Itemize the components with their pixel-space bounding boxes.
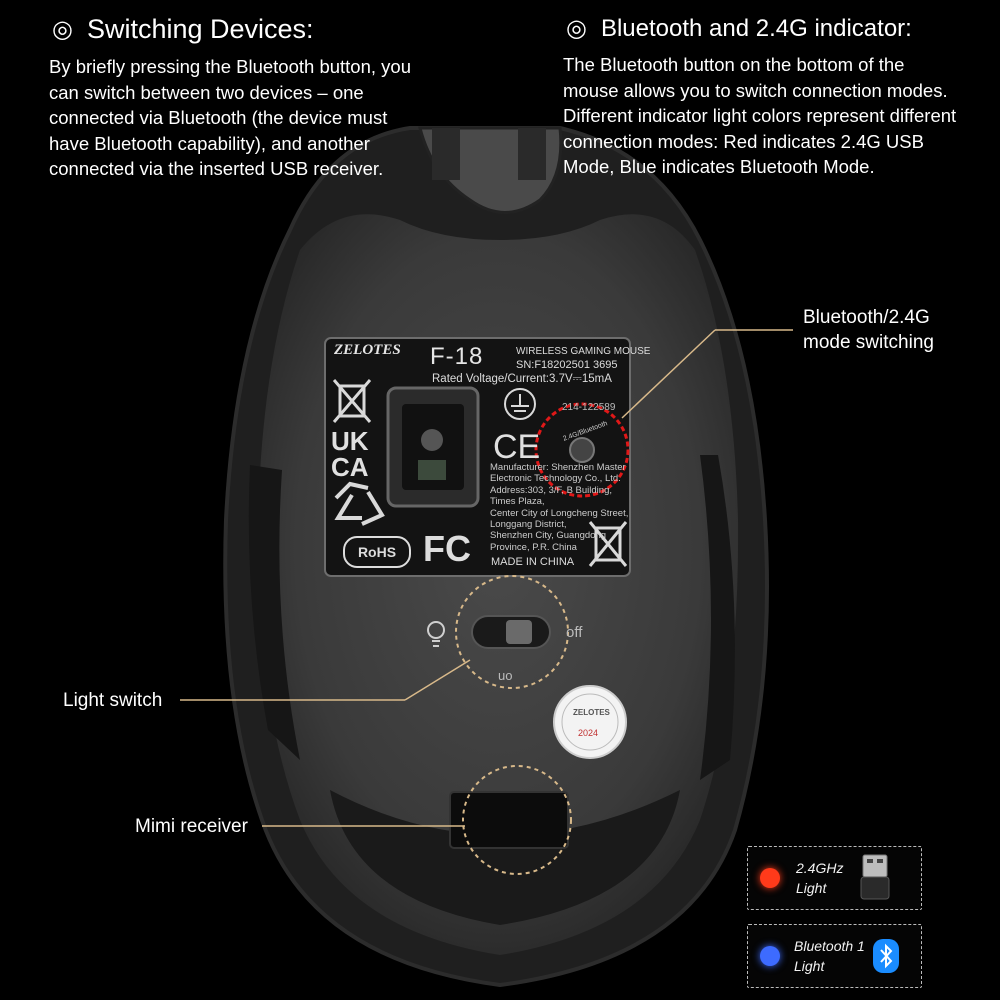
legend-2-4ghz: 2.4GHz Light [747,846,922,910]
mini-receiver [449,791,569,849]
recycle-icon [334,481,385,526]
bluetooth-icon [872,939,899,973]
switch-on-label: on [498,670,513,685]
rated-voltage: Rated Voltage/Current:3.7V⎓15mA [432,373,612,385]
switching-heading-text: Switching Devices: [86,14,314,44]
right-groove [700,455,735,780]
manu-line-7: Shenzhen City, Guangdong [490,530,607,542]
blue-light-label: Bluetooth 1 Light [794,938,865,974]
sensor-lens [421,429,443,451]
red-light-dot [760,868,780,888]
manu-line-8: Province, P.R. China [490,541,577,553]
weee-bin-icon-2 [588,521,628,567]
ce-mark: CE [493,428,541,466]
receiver-highlight [462,765,572,875]
bullet-icon: ◎ [52,16,73,43]
bullet-icon-2: ◎ [566,15,587,42]
receiver-callout: Mimi receiver [135,816,248,837]
top-slot-right [518,128,546,180]
product-name: WIRELESS GAMING MOUSE [516,346,651,357]
manu-line-1: Manufacturer: Shenzhen Master [490,462,626,473]
cert-code: 214-122589 [562,402,616,413]
indicator-heading-text: Bluetooth and 2.4G indicator: [600,14,912,42]
ukca-mark: UK CA [331,428,369,480]
receiver-cavity [330,790,680,925]
bluetooth-button-highlight [534,402,630,498]
manu-line-6: Longgang District, [490,519,567,531]
ukca-top: UK [331,426,369,456]
switching-description: By briefly pressing the Bluetooth button… [49,56,411,179]
left-groove [248,465,300,760]
sticker-brand: ZELOTES [573,708,610,717]
legend-bluetooth: Bluetooth 1 Light [747,924,922,988]
model-number: F-18 [430,343,484,370]
indicator-description: The Bluetooth button on the bottom of th… [563,54,957,177]
bluetooth-button [569,437,595,463]
blue-light-dot [760,946,780,966]
switching-heading: ◎ Switching Devices: [52,14,314,45]
serial-number: SN:F18202501 3695 [516,359,618,371]
manu-line-4: Times Plaza, [490,496,545,508]
manu-line-3: Address:303, 3/F, B Building, [490,484,612,496]
rohs-mark: RoHS [343,536,411,568]
manu-line-5: Center City of Longcheng Street, [490,507,629,519]
light-bulb-icon [427,621,445,647]
weee-bin-icon [332,379,372,423]
sticker-year: 2024 [578,728,599,738]
indicator-heading: ◎ Bluetooth and 2.4G indicator: [566,14,912,43]
mode-switch-callout: Bluetooth/2.4G mode switching [803,307,934,353]
made-in: MADE IN CHINA [491,556,575,568]
top-slot [432,128,460,180]
callout-line-mode [621,329,716,419]
brand-logo: ZELOTES [334,342,401,358]
ukca-bottom: CA [331,452,369,482]
switch-off-label: off [566,624,583,641]
earth-symbol-icon [504,388,536,420]
manufacturer-info: Manufacturer: Shenzhen Master Electronic… [490,462,628,553]
light-switch-knob [506,620,532,644]
fcc-mark: FC [423,528,471,569]
usb-dongle-icon [860,854,890,900]
red-light-label: 2.4GHz Light [796,860,844,896]
light-switch-callout: Light switch [63,690,163,711]
light-switch-highlight [455,575,569,689]
quality-sticker [553,685,627,759]
manu-line-2: Electronic Technology Co., Ltd. [490,473,621,485]
